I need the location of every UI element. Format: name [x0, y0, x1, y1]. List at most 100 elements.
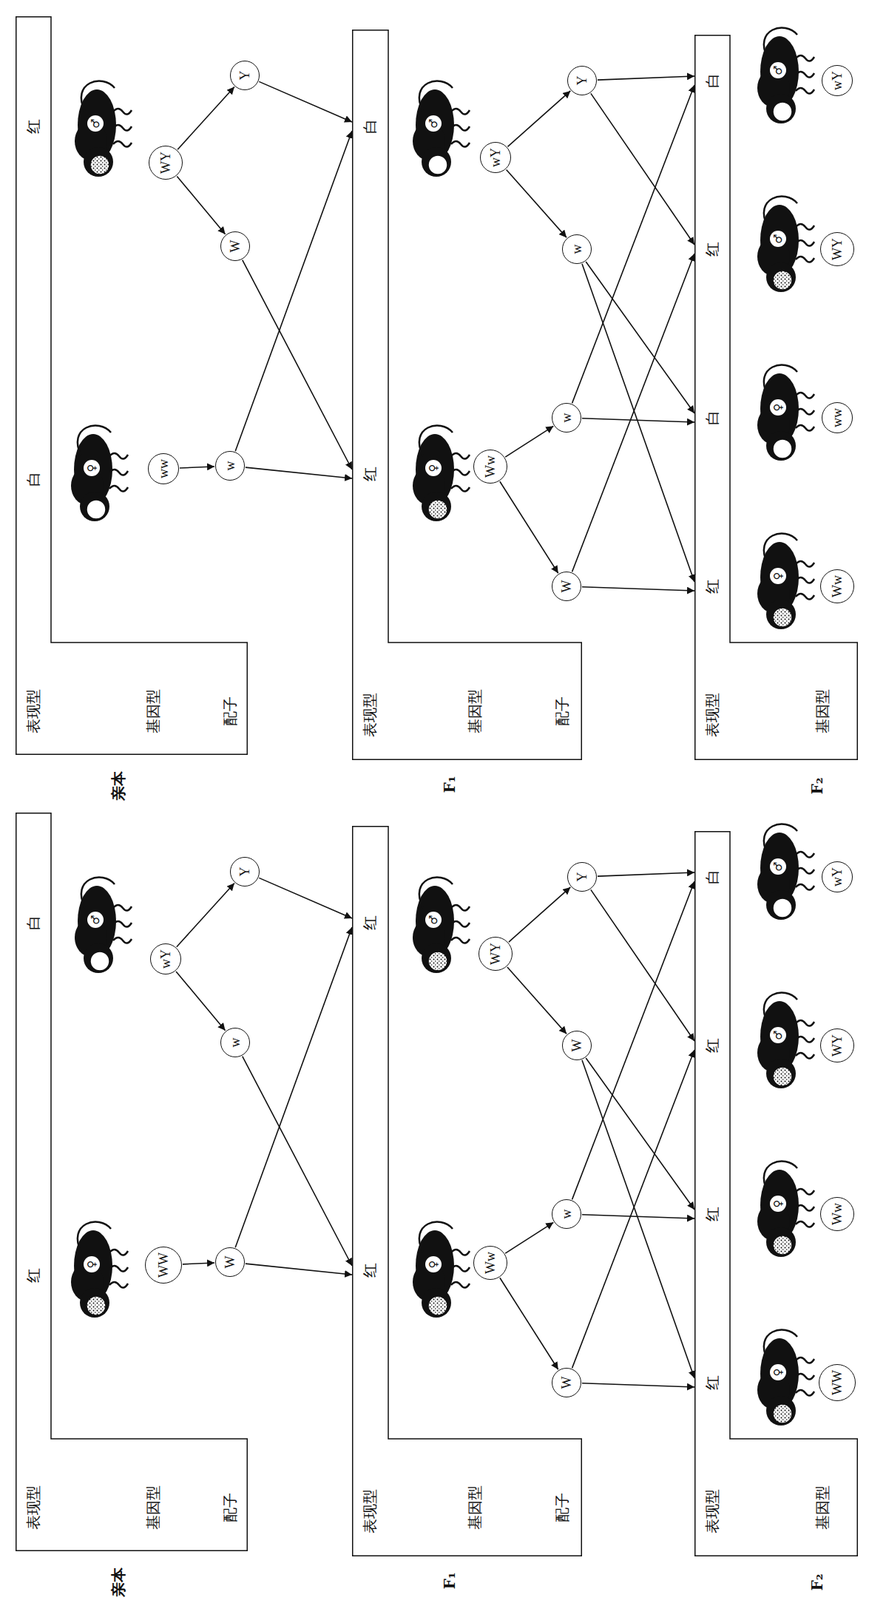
sex-symbol: ♀ [769, 399, 787, 416]
band-label: 基因型 [144, 1485, 162, 1531]
inheritance-arrow [597, 76, 695, 80]
inheritance-arrow [176, 883, 235, 948]
generation-label: F₂ [808, 778, 827, 796]
band-outline [694, 831, 858, 1557]
sex-symbol: ♀ [83, 1256, 100, 1273]
fly-head [421, 943, 452, 974]
allele-circle: Ww [820, 1197, 855, 1232]
fly-leg [795, 1189, 815, 1196]
fly-leg [451, 1249, 470, 1256]
inheritance-arrow [585, 261, 695, 414]
fly-leg [109, 1266, 128, 1273]
band-border [16, 17, 248, 756]
fly-leg [451, 1266, 470, 1273]
sex-symbol: ♂ [425, 115, 442, 132]
sex-symbol: ♀ [769, 1364, 787, 1381]
allele-circle: Y [567, 862, 597, 892]
allele-symbol: WY [830, 238, 844, 261]
red-eye [772, 1067, 793, 1087]
generation-label: 亲本 [108, 771, 129, 801]
allele-circle: Y [230, 60, 260, 91]
generation-band: 表现型基因型红白红白 [694, 34, 858, 761]
band-label: 白 [24, 915, 43, 931]
allele-circle: WY [820, 1028, 855, 1063]
allele-circle: ww [821, 402, 853, 434]
white-eye [772, 898, 793, 918]
fly-wing [419, 877, 453, 909]
inheritance-arrow [505, 425, 554, 458]
band-label: 红 [360, 1263, 379, 1278]
band-label: 配子 [221, 696, 239, 727]
fly-leg [451, 1282, 470, 1289]
fly-head [421, 147, 452, 177]
sex-symbol: ♂ [769, 1027, 787, 1044]
generation-band: 表现型基因型配子红白 [15, 812, 248, 1552]
fly-leg [795, 851, 815, 858]
band-label: 基因型 [813, 1485, 832, 1531]
allele-symbol: ww [156, 459, 171, 479]
inheritance-arrow [582, 264, 695, 583]
red-eye [86, 1296, 106, 1316]
band-label: 红 [703, 1038, 722, 1054]
band-label: 红 [24, 119, 43, 134]
fruit-fly [70, 1221, 128, 1318]
fly-wing [81, 80, 115, 112]
fly-leg [795, 408, 815, 415]
band-border [352, 30, 583, 761]
band-label: 红 [360, 915, 379, 931]
allele-symbol: Ww [830, 575, 844, 598]
fruit-fly [757, 992, 815, 1089]
sex-symbol: ♂ [769, 230, 787, 248]
fly-leg [795, 1357, 815, 1364]
fly-wing [763, 27, 798, 59]
band-border [16, 813, 248, 1552]
band-label: 表现型 [360, 1489, 379, 1534]
fly-leg [451, 141, 470, 148]
fly-leg [451, 469, 470, 476]
allele-symbol: WW [156, 1252, 171, 1278]
fruit-fly [757, 823, 815, 921]
sex-symbol: ♂ [769, 62, 787, 79]
fly-leg [451, 921, 470, 928]
fly-leg [795, 425, 815, 432]
fly-leg [795, 593, 815, 600]
band-outline [15, 16, 248, 756]
fruit-fly [412, 80, 470, 177]
inheritance-arrow [499, 481, 559, 574]
allele-circle: Ww [473, 1246, 508, 1281]
band-label: 表现型 [24, 1485, 43, 1531]
allele-circle: WW [144, 1246, 182, 1284]
allele-symbol: W [570, 1039, 584, 1053]
inheritance-arrow [582, 587, 695, 591]
allele-symbol: WW [830, 1370, 844, 1396]
inheritance-arrow [245, 1263, 353, 1276]
fly-wing [763, 992, 798, 1024]
band-label: 基因型 [465, 689, 484, 734]
generation-label: 亲本 [108, 1567, 129, 1598]
inheritance-arrow [508, 887, 571, 943]
inheritance-arrow [242, 1056, 353, 1267]
sex-symbol: ♀ [83, 460, 100, 477]
allele-symbol: Y [575, 76, 589, 86]
band-label: 红 [703, 241, 722, 257]
allele-symbol: Ww [483, 455, 497, 478]
fly-leg [113, 905, 132, 912]
band-outline [352, 826, 583, 1557]
allele-symbol: W [559, 1377, 574, 1390]
allele-circle: W [551, 571, 582, 602]
allele-circle: WW [818, 1364, 856, 1402]
allele-symbol: w [223, 461, 237, 472]
inheritance-arrow [507, 967, 567, 1034]
band-label: 红 [24, 1268, 43, 1284]
band-label: 表现型 [703, 692, 722, 738]
inheritance-arrow [585, 1058, 695, 1210]
generation-label: F₁ [440, 776, 459, 794]
fly-leg [109, 1249, 128, 1256]
inheritance-arrow [245, 467, 353, 479]
allele-circle: Ww [473, 449, 508, 484]
band-label: 白 [24, 471, 43, 487]
inheritance-arrow [176, 176, 225, 234]
allele-symbol: W [559, 580, 574, 594]
fly-head [766, 93, 796, 124]
